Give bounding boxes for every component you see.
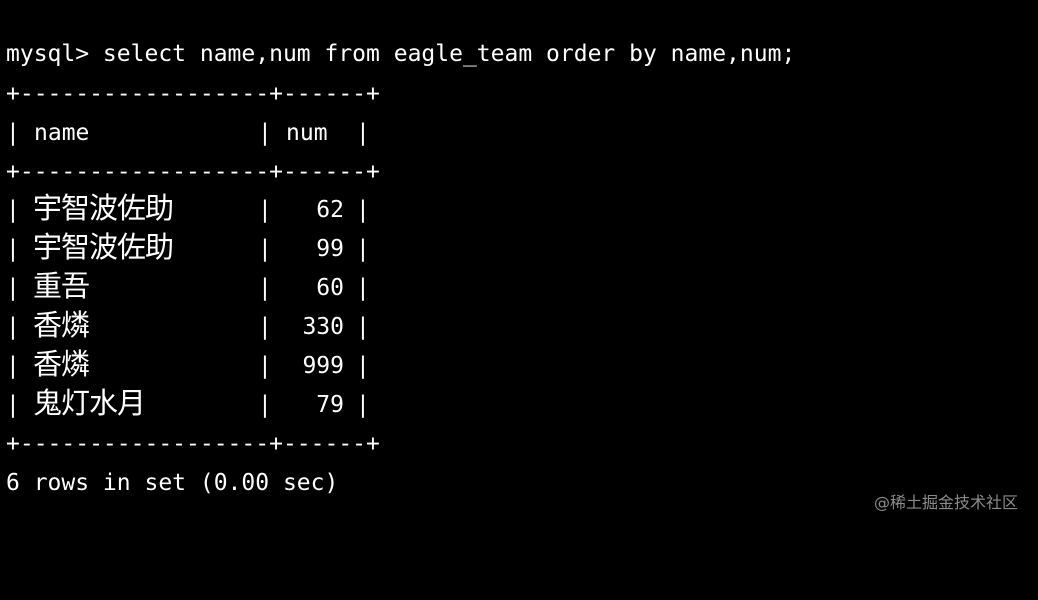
table-cell-num: 999 (302, 353, 344, 379)
table-cell-name: 香燐 (33, 347, 90, 381)
column-header-num: num (286, 120, 328, 146)
table-pipe: | (6, 197, 20, 223)
command-line: mysql> select name,num from eagle_team o… (6, 41, 796, 67)
table-row: | 香燐 | 330 | (6, 308, 386, 342)
table-row: | 鬼灯水月 | 79 | (6, 386, 386, 420)
table-pipe: | (258, 197, 272, 223)
table-row: | 宇智波佐助 | 62 | (6, 191, 386, 225)
table-cell-num: 62 (316, 197, 344, 223)
table-cell-name: 香燐 (33, 308, 90, 342)
table-pipe: | (6, 236, 20, 262)
table-border-bottom: +------------------+------+ (6, 431, 380, 457)
table-pipe: | (258, 392, 272, 418)
table-pipe: | (258, 314, 272, 340)
table-cell-num: 79 (316, 392, 344, 418)
watermark: @稀土掘金技术社区 (873, 493, 1018, 512)
column-header-name: name (34, 120, 90, 146)
table-pipe: | (258, 353, 272, 379)
table-cell-num: 330 (302, 314, 344, 340)
table-border-top: +------------------+------+ (6, 81, 380, 107)
table-cell-name: 鬼灯水月 (33, 386, 146, 420)
table-cell-name: 重吾 (33, 269, 90, 303)
result-summary: 6 rows in set (0.00 sec) (6, 470, 339, 496)
table-row: | 香燐 | 999 | (6, 347, 386, 381)
table-pipe: | (258, 236, 272, 262)
table-pipe: | (356, 275, 370, 301)
table-pipe: | (6, 392, 20, 418)
table-pipe: | (356, 236, 370, 262)
table-pipe: | (258, 120, 272, 146)
table-pipe: | (258, 275, 272, 301)
table-cell-name: 宇智波佐助 (33, 230, 174, 264)
table-border-mid: +------------------+------+ (6, 159, 380, 185)
table-row: | 宇智波佐助 | 99 | (6, 230, 386, 264)
table-pipe: | (356, 353, 370, 379)
table-cell-name: 宇智波佐助 (33, 191, 174, 225)
table-pipe: | (6, 353, 20, 379)
table-cell-num: 99 (316, 236, 344, 262)
table-header-row: | name | num | (6, 118, 386, 148)
table-cell-num: 60 (316, 275, 344, 301)
table-pipe: | (356, 314, 370, 340)
table-pipe: | (6, 275, 20, 301)
table-pipe: | (6, 314, 20, 340)
table-pipe: | (6, 120, 34, 146)
table-pipe: | (356, 197, 370, 223)
table-row: | 重吾 | 60 | (6, 269, 386, 303)
table-pipe: | (356, 120, 370, 146)
table-pipe: | (356, 392, 370, 418)
